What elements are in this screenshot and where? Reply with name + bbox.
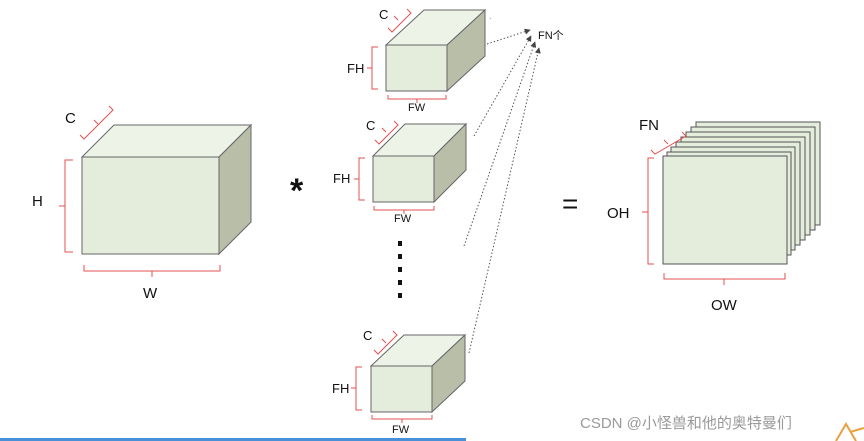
output-oh-label: OH <box>607 205 630 222</box>
ellipsis-dots <box>398 241 402 298</box>
filter-3 <box>369 333 467 414</box>
filter-count-arrows <box>463 28 541 354</box>
input-front-face <box>81 156 220 255</box>
filter-2-fw-label: FW <box>394 213 412 225</box>
input-c-label: C <box>65 110 76 127</box>
filter-3-c-label: C <box>363 328 373 343</box>
filter-1 <box>384 8 487 93</box>
filter-count-label: FN个 <box>538 30 564 42</box>
input-h-label: H <box>32 193 43 210</box>
input-brackets <box>59 105 221 277</box>
multiply-operator: * <box>290 172 304 210</box>
filter-3-brackets <box>351 330 433 423</box>
filter-1-fw-label: FW <box>408 102 426 114</box>
input-volume <box>80 123 253 256</box>
filter-3-fh-label: FH <box>332 381 350 396</box>
input-h-bracket <box>59 159 73 253</box>
bottom-accent-line <box>0 438 466 441</box>
watermark-text: CSDN @小怪兽和他的奥特曼们 <box>580 415 792 432</box>
filter-1-fh-label: FH <box>347 61 365 76</box>
watermark-logo <box>835 422 864 441</box>
filter-2-brackets <box>354 120 435 214</box>
filter-1-brackets <box>367 8 447 103</box>
input-w-label: W <box>143 285 158 302</box>
filter-2 <box>371 122 468 204</box>
filter-2-c-label: C <box>366 118 376 133</box>
input-w-bracket <box>83 265 221 277</box>
filter-1-c-label: C <box>379 7 389 22</box>
filter-3-fw-label: FW <box>392 424 410 436</box>
output-ow-label: OW <box>711 297 737 314</box>
output-fn-label: FN <box>639 117 659 134</box>
equals-operator: = <box>562 188 579 219</box>
output-stack <box>662 121 821 265</box>
output-brackets <box>642 131 786 285</box>
input-c-bracket <box>79 105 114 140</box>
filter-2-fh-label: FH <box>333 171 351 186</box>
output-front-map <box>662 155 788 265</box>
